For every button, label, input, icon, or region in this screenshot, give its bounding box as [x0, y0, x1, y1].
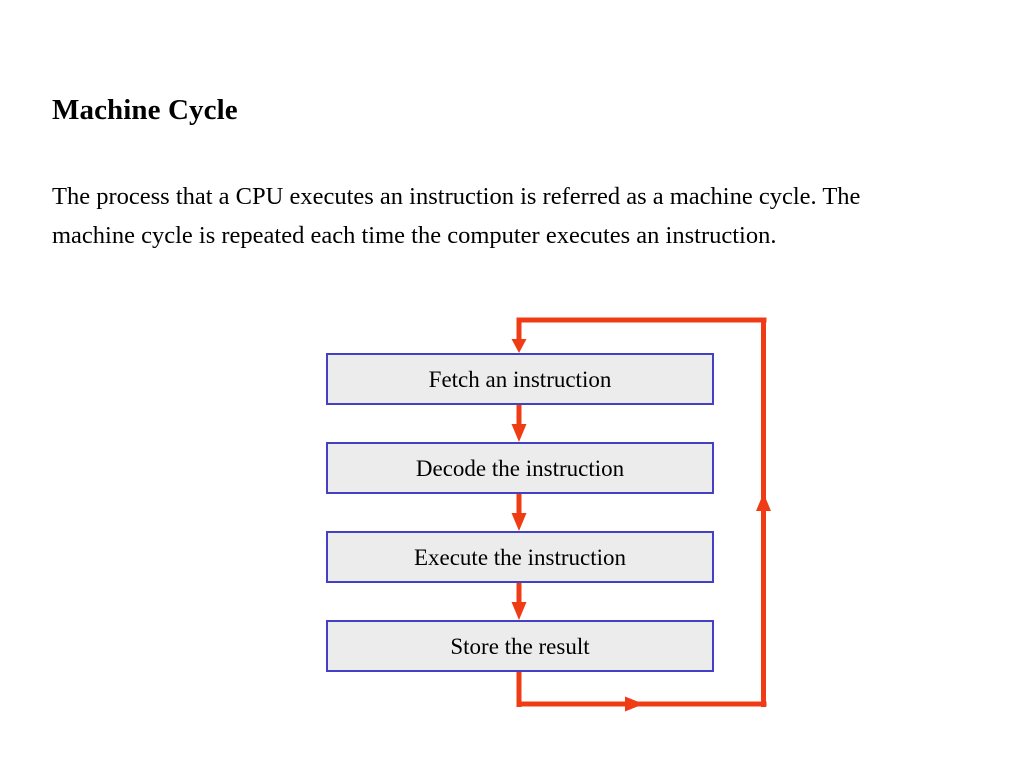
flow-step-execute[interactable]: Execute the instruction [326, 531, 714, 583]
flow-step-decode[interactable]: Decode the instruction [326, 442, 714, 494]
flow-step-store-label: Store the result [450, 633, 590, 659]
flow-connectors [511, 317, 771, 712]
arrow-into-fetch [511, 322, 527, 353]
flow-step-decode-label: Decode the instruction [415, 455, 625, 481]
arrow-execute-to-store [511, 583, 527, 620]
body-paragraph: The process that a CPU executes an instr… [52, 182, 861, 249]
flow-step-store[interactable]: Store the result [326, 620, 714, 672]
arrow-decode-to-execute [511, 494, 527, 531]
loop-return-path [516, 317, 771, 712]
flow-step-fetch[interactable]: Fetch an instruction [326, 353, 714, 405]
page-title: Machine Cycle [52, 94, 238, 127]
flow-step-execute-label: Execute the instruction [413, 544, 627, 570]
machine-cycle-flowchart: Fetch an instruction Decode the instruct… [300, 300, 800, 730]
flow-step-fetch-label: Fetch an instruction [428, 366, 612, 392]
arrow-fetch-to-decode [511, 405, 527, 442]
